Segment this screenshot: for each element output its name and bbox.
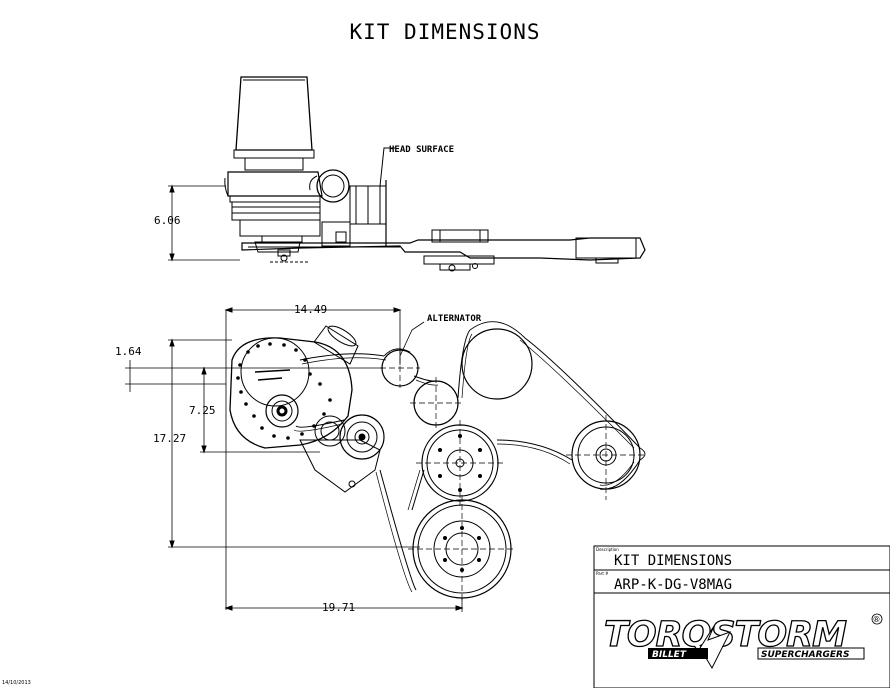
part-number-value: ARP-K-DG-V8MAG xyxy=(614,577,732,593)
description-caption: Description xyxy=(596,547,619,552)
dim-pulley-height: 7.25 xyxy=(189,404,216,417)
registered-mark: ® xyxy=(873,615,881,624)
torqstorm-logo: TORQSTORM BILLET SUPERCHARGERS ® xyxy=(603,613,883,670)
side-view xyxy=(168,76,646,272)
head-surface-label: HEAD SURFACE xyxy=(389,145,454,155)
description-value: KIT DIMENSIONS xyxy=(614,553,732,569)
dim-height-side: 6.06 xyxy=(154,214,181,227)
dim-total-width: 19.71 xyxy=(322,601,355,614)
part-caption: Part # xyxy=(596,571,609,576)
title-block xyxy=(593,545,890,688)
dim-offset: 1.64 xyxy=(115,345,142,358)
alternator-label: ALTERNATOR xyxy=(427,314,482,324)
logo-superchargers: SUPERCHARGERS xyxy=(761,650,849,660)
dim-top-width: 14.49 xyxy=(294,303,327,316)
drawing-title: KIT DIMENSIONS xyxy=(349,20,541,44)
dim-total-height: 17.27 xyxy=(153,432,186,445)
drawing-date: 14/10/2013 xyxy=(2,680,31,686)
logo-billet: BILLET xyxy=(652,650,687,660)
front-view xyxy=(125,307,646,612)
